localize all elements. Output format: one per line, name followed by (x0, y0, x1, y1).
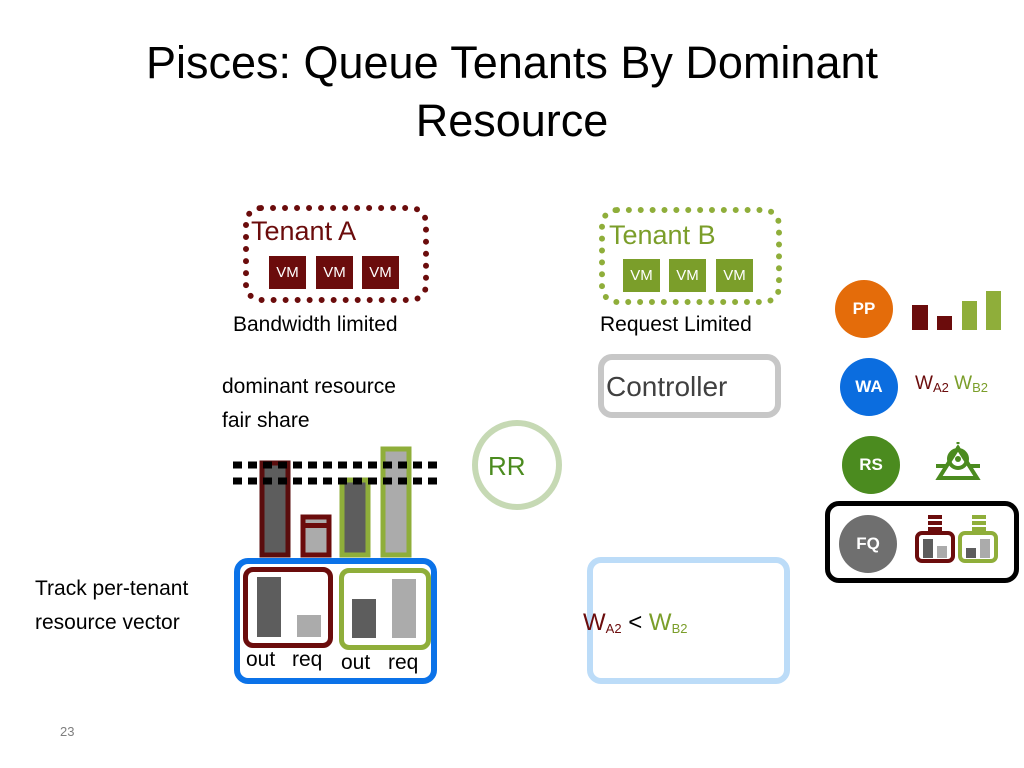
tenant-a-vm-2: VM (316, 256, 353, 289)
weight-comparison: WA2 < WB2 (583, 609, 687, 637)
tenant-b-vm-3: VM (716, 259, 753, 292)
track-b-req-bar (392, 579, 416, 638)
track-b-req-label: req (388, 651, 419, 674)
weights-box (587, 557, 790, 684)
tenant-a-box (243, 205, 429, 303)
track-b-out-bar (352, 599, 376, 638)
track-a-out-bar (257, 577, 281, 637)
rr-label: RR (488, 451, 526, 481)
wa-weights: WA2 WB2 (915, 373, 988, 395)
controller-label: Controller (606, 371, 728, 402)
tracking-label-line1: Track per-tenant (35, 577, 189, 600)
track-a-out-label: out (246, 648, 276, 671)
tenant-a-vm-1: VM (269, 256, 306, 289)
tracking-box (234, 558, 437, 684)
tracking-label-line2: resource vector (35, 611, 180, 634)
tenant-a-vm-3: VM (362, 256, 399, 289)
weight-wa2: WA2 (583, 609, 622, 636)
track-a-req-bar (297, 615, 321, 637)
tenant-b-box (599, 207, 782, 305)
wa-badge: WA (840, 358, 898, 416)
track-b-out-label: out (341, 651, 371, 674)
rr-circle (472, 420, 562, 510)
fq-legend-box (825, 501, 1019, 583)
bar-b-out (339, 477, 371, 558)
wa-weight-a2: WA2 (915, 373, 949, 395)
weight-less-than: < (628, 609, 643, 636)
tracking-tenant-a-box (243, 567, 333, 648)
track-a-req-label: req (292, 648, 323, 671)
tenant-b-vm-1: VM (623, 259, 660, 292)
fq-badge: FQ (839, 515, 897, 573)
weight-wb2: WB2 (648, 609, 688, 636)
drf-label-line2: fair share (222, 409, 310, 432)
slide-title: Pisces: Queue Tenants By Dominant Resour… (145, 37, 879, 146)
tenant-a-label: Tenant A (251, 216, 357, 246)
tenant-b-caption: Request Limited (600, 313, 752, 336)
page-number: 23 (60, 724, 75, 739)
tenant-b-label: Tenant B (609, 220, 716, 250)
tenant-a-caption: Bandwidth limited (233, 313, 398, 336)
tenant-b-vm-2: VM (669, 259, 706, 292)
bar-a-req-stripe (303, 523, 329, 528)
controller-box (598, 354, 781, 418)
pp-badge: PP (835, 280, 893, 338)
tracking-tenant-b-box (339, 568, 431, 650)
wa-weight-b2: WB2 (954, 373, 988, 395)
rs-badge: RS (842, 436, 900, 494)
drf-label-line1: dominant resource (222, 375, 396, 398)
